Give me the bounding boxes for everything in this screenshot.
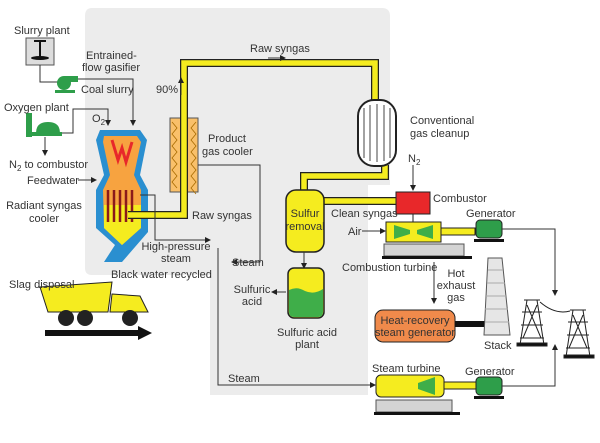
label-n2-to-combustor: N2 to combustor bbox=[9, 159, 88, 173]
label-hp-steam-2: steam bbox=[161, 253, 191, 265]
label-steam-bottom: Steam bbox=[228, 373, 260, 385]
label-acid-plant-1: Sulfuric acid bbox=[277, 327, 337, 339]
label-sulfur-2: removal bbox=[285, 221, 324, 233]
label-sulfuric-acid-1: Sulfuric bbox=[234, 284, 271, 296]
label-product-cooler-1: Product bbox=[208, 133, 246, 145]
label-hrsg-1: Heat-recovery bbox=[380, 315, 450, 327]
label-radiant-1: Radiant syngas bbox=[6, 200, 82, 212]
label-hrsg-2: steam generator bbox=[375, 327, 455, 339]
dump-truck bbox=[39, 281, 152, 340]
label-gasifier-1: Entrained- bbox=[86, 50, 137, 62]
label-generator-2: Generator bbox=[465, 366, 515, 378]
label-hp-steam-1: High-pressure bbox=[141, 241, 210, 253]
combustor bbox=[395, 191, 431, 215]
label-steam-turbine: Steam turbine bbox=[372, 363, 440, 375]
label-coal-slurry: Coal slurry bbox=[81, 84, 134, 96]
label-clean-syngas: Clean syngas bbox=[331, 208, 398, 220]
label-stack: Stack bbox=[484, 340, 512, 352]
label-generator-1: Generator bbox=[466, 208, 516, 220]
sulfuric-acid-tank bbox=[287, 267, 325, 319]
label-air: Air bbox=[348, 226, 362, 238]
label-oxygen-plant: Oxygen plant bbox=[4, 102, 69, 114]
transmission-towers bbox=[516, 299, 595, 359]
stack bbox=[483, 257, 511, 336]
label-slurry-plant: Slurry plant bbox=[14, 25, 70, 37]
label-raw-syngas-top: Raw syngas bbox=[250, 43, 310, 55]
label-cleanup-2: gas cleanup bbox=[410, 128, 469, 140]
oxygen-plant bbox=[26, 113, 62, 137]
label-acid-plant-2: plant bbox=[295, 339, 319, 351]
label-90-percent: 90% bbox=[156, 84, 178, 96]
combustion-turbine bbox=[382, 221, 476, 259]
gas-cleanup-unit bbox=[357, 99, 397, 167]
label-cleanup-1: Conventional bbox=[410, 115, 474, 127]
slurry-plant bbox=[25, 37, 55, 66]
label-sulfuric-acid-2: acid bbox=[242, 296, 262, 308]
label-n2-top: N2 bbox=[408, 153, 421, 167]
label-gasifier-2: flow gasifier bbox=[82, 62, 140, 74]
label-hot-2: exhaust bbox=[437, 280, 476, 292]
label-hot-1: Hot bbox=[447, 268, 464, 280]
label-sulfur-1: Sulfur bbox=[291, 208, 320, 220]
label-combustor: Combustor bbox=[433, 193, 487, 205]
label-feedwater: Feedwater bbox=[27, 175, 79, 187]
label-black-water: Black water recycled bbox=[111, 269, 212, 281]
generator-2 bbox=[474, 376, 504, 399]
label-raw-syngas-low: Raw syngas bbox=[192, 210, 252, 222]
generator-1 bbox=[474, 219, 504, 242]
steam-turbine bbox=[374, 374, 477, 415]
raw-syngas-pipe bbox=[128, 59, 397, 219]
label-steam-mid: Steam bbox=[232, 257, 264, 269]
slurry-pump bbox=[55, 76, 78, 93]
label-product-cooler-2: gas cooler bbox=[202, 146, 253, 158]
sulfur-removal-unit bbox=[285, 189, 325, 253]
label-radiant-2: cooler bbox=[29, 213, 59, 225]
label-slag-disposal: Slag disposal bbox=[9, 279, 74, 291]
label-combustion-turbine: Combustion turbine bbox=[342, 262, 437, 274]
label-o2: O2 bbox=[92, 113, 106, 127]
label-hot-3: gas bbox=[447, 292, 465, 304]
